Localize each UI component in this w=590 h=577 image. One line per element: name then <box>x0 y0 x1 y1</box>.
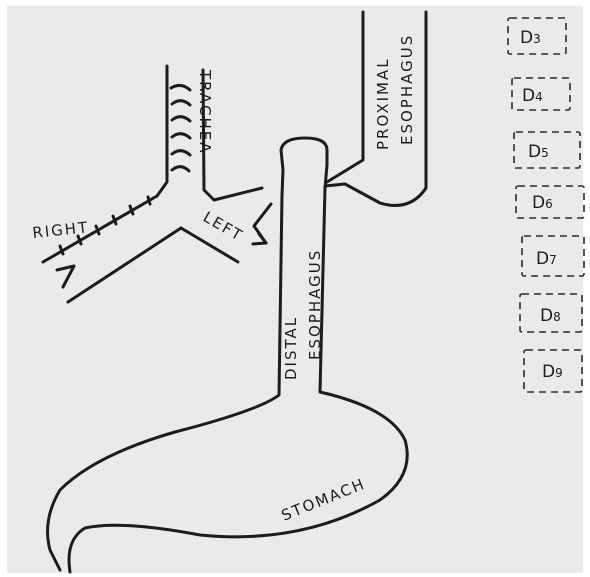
svg-text:D3: D3 <box>520 28 541 48</box>
trachea-label: TRACHEA <box>196 69 214 154</box>
svg-text:D4: D4 <box>522 86 543 106</box>
vertebra-number: 5 <box>541 146 549 160</box>
distal-label: DISTAL <box>282 316 300 380</box>
vertebra-letter: D <box>536 249 549 269</box>
vertebra-letter: D <box>532 193 545 213</box>
vertebra-letter: D <box>542 362 555 382</box>
proximal-label: PROXIMAL <box>374 57 392 150</box>
vertebra-number: 3 <box>533 32 541 46</box>
left-label: LEFT <box>200 208 247 245</box>
svg-text:D8: D8 <box>540 306 561 326</box>
stomach-label: STOMACH <box>279 475 368 525</box>
vertebra-number: 7 <box>549 253 557 267</box>
vertebra-letter: D <box>540 306 553 326</box>
vertebra-letter: D <box>522 86 535 106</box>
vertebra-marker-d5: D5 <box>514 132 580 168</box>
vertebra-marker-d4: D4 <box>512 78 570 110</box>
svg-text:D9: D9 <box>542 362 563 382</box>
vertebra-marker-d7: D7 <box>522 236 584 276</box>
vertebra-marker-d6: D6 <box>516 186 584 218</box>
svg-text:D5: D5 <box>528 142 549 162</box>
vertebra-number: 4 <box>535 90 543 104</box>
vertebra-marker-d3: D3 <box>508 18 566 54</box>
esophagus <box>48 12 426 572</box>
esophagus-proximal-label: ESOPHAGUS <box>398 34 416 145</box>
vertebra-number: 8 <box>553 310 561 324</box>
vertebra-marker-d9: D9 <box>524 350 582 392</box>
vertebra-letter: D <box>528 142 541 162</box>
vertebra-letter: D <box>520 28 533 48</box>
vertebra-number: 9 <box>555 366 563 380</box>
esophagus-distal-label: ESOPHAGUS <box>306 249 324 360</box>
vertebra-number: 6 <box>545 197 553 211</box>
svg-text:D7: D7 <box>536 249 557 269</box>
svg-text:D6: D6 <box>532 193 553 213</box>
right-bronchus <box>43 196 181 302</box>
vertebra-marker-d8: D8 <box>520 294 582 332</box>
